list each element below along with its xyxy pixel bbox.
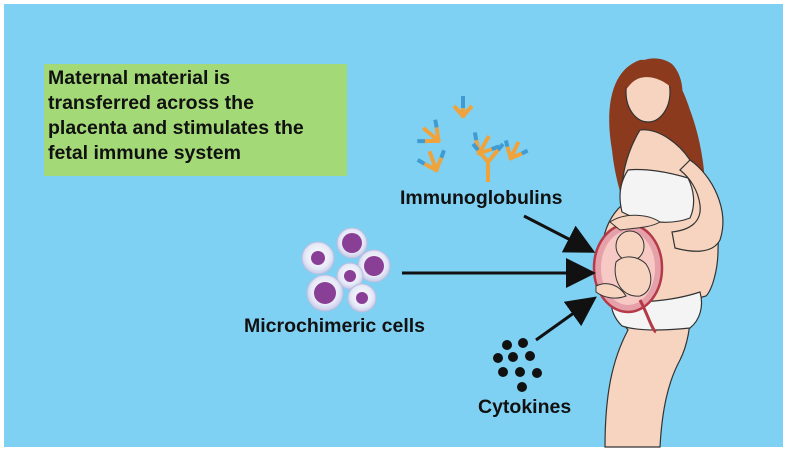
caption-box: Maternal material is transferred across … (44, 64, 347, 176)
cytokine-dots (493, 338, 542, 392)
cytokines-label: Cytokines (478, 396, 572, 418)
arrow-immunoglobulins (523, 214, 596, 253)
immunoglobulin-icons (416, 96, 529, 182)
immunoglobulins-label: Immunoglobulins (400, 187, 563, 209)
microchimeric-cell-icons (301, 227, 391, 313)
pregnant-woman-illustration (592, 58, 724, 448)
caption-text: Maternal material is transferred across … (48, 67, 304, 164)
arrow-cytokines (535, 296, 597, 342)
microchimeric-cells-label: Microchimeric cells (244, 315, 426, 337)
